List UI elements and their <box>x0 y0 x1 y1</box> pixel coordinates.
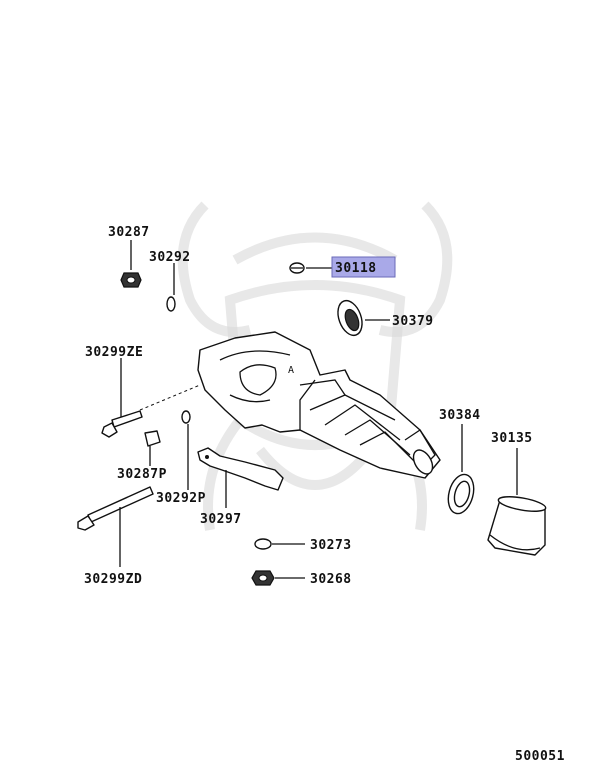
part-label-30273[interactable]: 30273 <box>310 538 352 553</box>
part-label-30292p[interactable]: 30292P <box>156 491 206 506</box>
bracket-30297[interactable] <box>197 447 284 508</box>
part-label-30299zd[interactable]: 30299ZD <box>84 572 142 587</box>
plug-30287p[interactable] <box>144 430 161 466</box>
oil-seal-30379[interactable] <box>334 297 390 338</box>
seal-30384[interactable] <box>444 424 478 516</box>
bolt-30299ze[interactable] <box>101 358 201 438</box>
part-label-30297[interactable]: 30297 <box>200 512 242 527</box>
diagram-code: 500051 <box>515 749 565 764</box>
part-label-30292[interactable]: 30292 <box>149 250 191 265</box>
part-label-30379[interactable]: 30379 <box>392 314 434 329</box>
nut-30268[interactable] <box>251 570 305 586</box>
gasket-30292p[interactable] <box>181 410 191 490</box>
plug-30287[interactable] <box>120 240 142 288</box>
cap-30118[interactable] <box>289 262 332 274</box>
gasket-30292[interactable] <box>166 263 176 312</box>
bolt-30299zd[interactable] <box>77 486 154 567</box>
gasket-30273[interactable] <box>254 538 305 550</box>
part-label-30287[interactable]: 30287 <box>108 225 150 240</box>
highlight-box-30118 <box>331 256 396 278</box>
part-label-30135[interactable]: 30135 <box>491 431 533 446</box>
part-label-30268[interactable]: 30268 <box>310 572 352 587</box>
svg-text:A: A <box>288 365 294 376</box>
differential-housing: A <box>197 331 441 479</box>
part-label-30118[interactable]: 30118 <box>335 261 377 276</box>
part-label-30299ze[interactable]: 30299ZE <box>85 345 143 360</box>
part-label-30384[interactable]: 30384 <box>439 408 481 423</box>
part-label-30287p[interactable]: 30287P <box>117 467 167 482</box>
sleeve-30135[interactable] <box>487 448 547 556</box>
